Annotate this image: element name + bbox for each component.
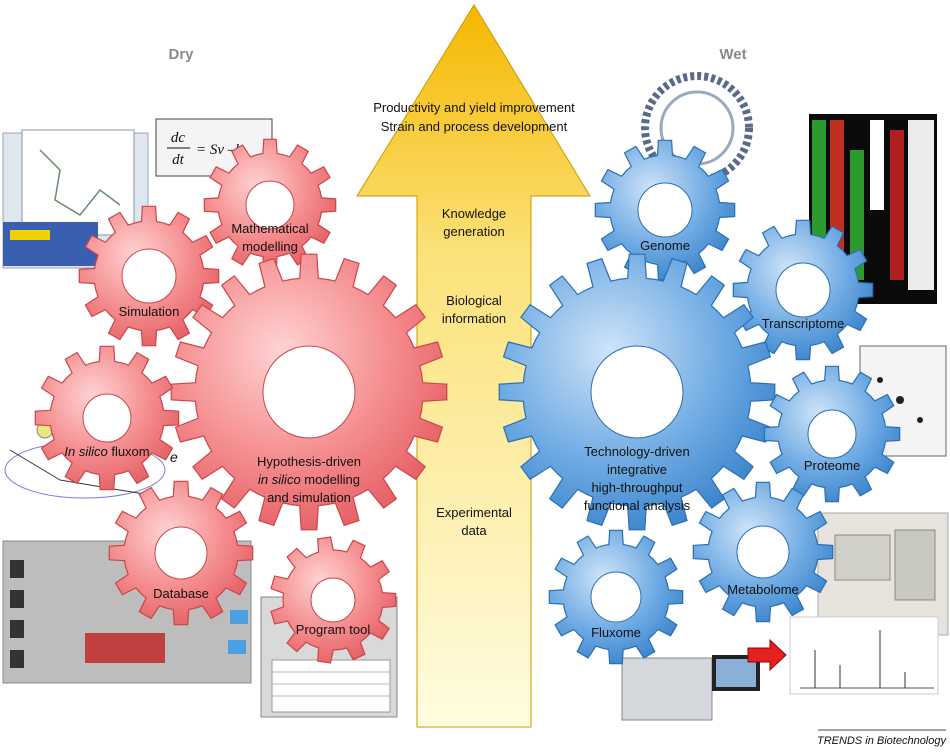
- arrow-bio-line2: information: [442, 311, 506, 326]
- dry-header: Dry: [168, 46, 194, 63]
- arrow-bio-line1: Biological: [446, 293, 502, 308]
- arrow-knowledge-line2: generation: [443, 224, 504, 239]
- gear-dry-simulation-hole: [121, 248, 177, 304]
- credit-text: TRENDS in Biotechnology: [817, 735, 948, 747]
- equation-denominator: dt: [172, 152, 185, 168]
- gear-label-dry-main-2: in silico modelling: [258, 472, 360, 487]
- arrow-knowledge-line1: Knowledge: [442, 206, 506, 221]
- gear-label-wet-main-2: integrative: [607, 462, 667, 477]
- gear-label-proteome: Proteome: [804, 458, 860, 473]
- arrow-exp-line1: Experimental: [436, 505, 512, 520]
- gear-dry-math-hole: [245, 180, 295, 230]
- gear-group: [34, 138, 901, 665]
- equation-rhs: = Sv –b: [196, 142, 243, 158]
- gear-label-wet-main-4: functional analysis: [584, 498, 691, 513]
- arrow-exp-line2: data: [461, 523, 487, 538]
- gear-label-math-2: modelling: [242, 239, 298, 254]
- gear-label-dry-main-1: Hypothesis-driven: [257, 454, 361, 469]
- gear-label-fluxom: In silico fluxom: [64, 444, 149, 459]
- arrow-goal-line2: Strain and process development: [381, 119, 568, 134]
- gear-wet-main-hole: [590, 345, 684, 439]
- gear-wet-genome-hole: [637, 182, 693, 238]
- gear-label-simulation: Simulation: [119, 304, 180, 319]
- gear-wet-transcriptome-hole: [775, 262, 831, 318]
- equation-numerator: dc: [171, 130, 186, 146]
- gear-label-genome: Genome: [640, 238, 690, 253]
- gear-label-transcriptome: Transcriptome: [762, 316, 845, 331]
- gear-label-math-1: Mathematical: [231, 221, 308, 236]
- gear-label-wet-main-1: Technology-driven: [584, 444, 690, 459]
- gear-label-metabolome: Metabolome: [727, 582, 799, 597]
- gcms-system-image: [621, 655, 760, 721]
- gear-label-program-tool: Program tool: [296, 622, 371, 637]
- pathway-screenshot: [2, 129, 149, 269]
- stray-letter: e: [170, 449, 178, 465]
- gear-wet-proteome-hole: [807, 409, 857, 459]
- lab-instrument-image: [817, 512, 949, 636]
- gear-label-wet-main-3: high-throughput: [591, 480, 682, 495]
- gear-dry-program-hole: [310, 577, 356, 623]
- gear-label-fluxome: Fluxome: [591, 625, 641, 640]
- red-arrow-icon: [747, 638, 787, 672]
- central-arrow: [356, 4, 591, 728]
- gear-wet-metabolome-hole: [736, 525, 790, 579]
- gear-dry-database-hole: [154, 526, 208, 580]
- gear-label-database: Database: [153, 586, 209, 601]
- gear-dry-fluxom-hole: [82, 393, 132, 443]
- wet-header: Wet: [719, 46, 746, 63]
- mass-spectrum-image: [789, 616, 939, 695]
- gear-dry-main-hole: [262, 345, 356, 439]
- gear-label-dry-main-3: and simulation: [267, 490, 351, 505]
- arrow-goal-line1: Productivity and yield improvement: [373, 100, 575, 115]
- gear-wet-fluxome-hole: [590, 571, 642, 623]
